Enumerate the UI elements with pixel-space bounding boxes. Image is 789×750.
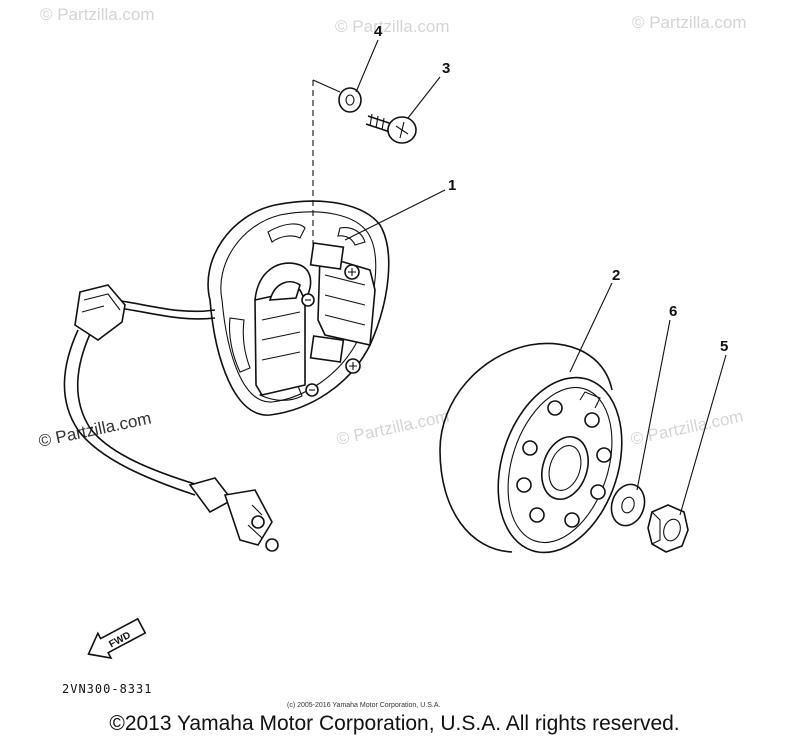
- stator-assembly: [63, 200, 390, 552]
- footer-copyright: ©2013 Yamaha Motor Corporation, U.S.A. A…: [109, 712, 680, 735]
- leader-4: [355, 39, 379, 93]
- assembly-line-top: [312, 79, 341, 93]
- flywheel-rotor: [439, 342, 623, 554]
- fwd-arrow-icon: FWD: [87, 617, 147, 660]
- nut-5: [647, 504, 689, 553]
- callout-1: 1: [448, 177, 456, 194]
- washer-6: [610, 483, 646, 527]
- leader-6: [636, 319, 671, 491]
- screw: [365, 113, 417, 144]
- callout-4: 4: [374, 23, 383, 40]
- diagram-code: 2VN300-8331: [62, 682, 152, 696]
- watermark-mid-left: © Partzilla.com: [37, 409, 153, 451]
- leader-5: [679, 354, 727, 516]
- callout-6: 6: [669, 303, 677, 320]
- watermark-mid-center: © Partzilla.com: [335, 407, 451, 449]
- callout-3: 3: [442, 60, 450, 77]
- washer-4: [338, 87, 362, 113]
- callout-5: 5: [720, 338, 728, 355]
- leader-3: [407, 76, 441, 119]
- leader-1: [344, 189, 446, 241]
- leader-2: [569, 282, 613, 373]
- watermark-top-right: © Partzilla.com: [632, 13, 747, 32]
- callout-2: 2: [612, 267, 620, 284]
- watermark-top-center: © Partzilla.com: [335, 17, 450, 36]
- watermark-top-left: © Partzilla.com: [40, 5, 155, 24]
- small-copyright: (c) 2005-2016 Yamaha Motor Corporation, …: [287, 702, 440, 709]
